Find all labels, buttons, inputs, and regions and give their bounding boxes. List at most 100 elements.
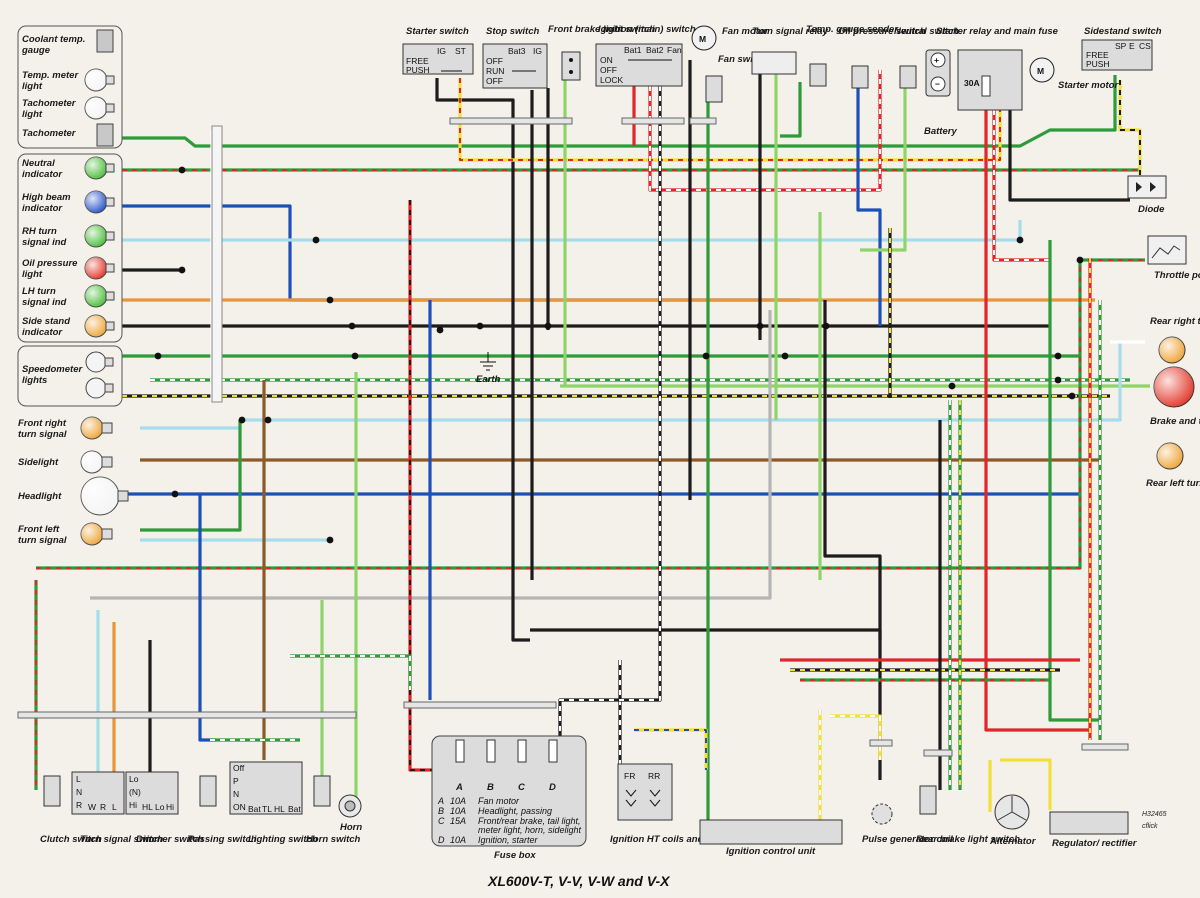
fuse-icon <box>455 739 465 763</box>
starter-motor-label: Starter motor <box>1058 80 1119 91</box>
svg-text:Off: Off <box>233 763 245 773</box>
clutch-switch: Clutch switch <box>40 775 102 845</box>
turn-signal-switch: L N R W R L Turn signal switch <box>71 771 163 845</box>
rear-brake-switch-label: Rear brake light switch <box>916 834 1020 845</box>
fuse-box-label: Fuse box <box>494 850 536 861</box>
rear-right-turn-label: Rear right turn signal <box>1150 316 1200 327</box>
ignition-switch-label: Ignition (main) switch <box>598 24 696 35</box>
fan-motor: M Fan motor Fan switch <box>691 25 770 103</box>
stop-switch-label: Stop switch <box>486 26 540 37</box>
front-brake-switch-label: Front brake light switch <box>548 24 655 35</box>
svg-text:E: E <box>1129 41 1135 51</box>
svg-text:OFF: OFF <box>486 76 503 86</box>
fuse-entry-code: D <box>438 835 445 845</box>
svg-text:PUSH: PUSH <box>1086 59 1110 69</box>
battery: + − Battery <box>924 49 957 137</box>
diode: Diode <box>1127 175 1167 215</box>
fan-motor-symbol: M <box>699 34 706 44</box>
horn-label: Horn <box>340 822 362 833</box>
earth-symbol: Earth <box>476 352 500 385</box>
bulb-icon <box>85 351 107 373</box>
svg-text:Lo: Lo <box>129 774 139 784</box>
svg-text:W: W <box>88 802 96 812</box>
svg-text:IG: IG <box>533 46 542 56</box>
svg-text:Bat2: Bat2 <box>646 45 664 55</box>
fan-motor-label: Fan motor <box>722 26 770 37</box>
horn-switch: Horn switch <box>306 775 361 845</box>
svg-text:CS: CS <box>1139 41 1151 51</box>
ref-code: H32465 <box>1142 811 1167 818</box>
ignition-main-switch: Ignition (main) switch Bat1 Bat2 Fan ON … <box>595 24 696 87</box>
svg-text:−: − <box>935 79 940 89</box>
ignition-control-unit: Ignition control unit <box>699 819 843 857</box>
passing-switch: Passing switch <box>188 775 257 845</box>
front-light-label: Sidelight <box>18 457 59 468</box>
temp-gauge-sender: Temp. gauge sender <box>806 24 899 87</box>
diagram-title: XL600V-T, V-V, V-W and V-X <box>487 873 671 889</box>
svg-text:ON: ON <box>600 55 613 65</box>
gauge-block-icon <box>96 123 114 147</box>
top-components: Starter switch IG ST FREE PUSH Stop swit… <box>402 24 1162 137</box>
rear-right-turn-signal: Rear right turn signal <box>1150 316 1200 364</box>
svg-text:ON: ON <box>233 802 246 812</box>
fuse-entry-desc: Ignition, starter <box>478 835 539 845</box>
oil-pressure-switch-label: Oil pressure switch <box>838 26 926 37</box>
battery-label: Battery <box>924 126 957 137</box>
fuse-entry-amps: 10A <box>450 835 466 845</box>
fuse-slot-label: A <box>455 782 463 793</box>
fuse-icon <box>517 739 527 763</box>
svg-text:HL: HL <box>142 802 153 812</box>
svg-text:FR: FR <box>624 771 635 781</box>
fuse-entry-amps: 15A <box>450 816 466 826</box>
starter-switch: Starter switch IG ST FREE PUSH <box>402 26 474 75</box>
fuse-entry-desc: Fan motor <box>478 796 520 806</box>
svg-text:FREE: FREE <box>406 56 429 66</box>
turn-signal-relay: Turn signal relay <box>751 26 829 75</box>
sidestand-switch-label: Sidestand switch <box>1084 26 1162 37</box>
gauge-block-icon <box>96 29 114 53</box>
svg-text:R: R <box>100 802 106 812</box>
rear-left-turn-label: Rear left turn signal <box>1146 478 1200 489</box>
throttle-sensor-label: Throttle position sensor <box>1154 270 1200 281</box>
oil-pressure-switch: Oil pressure switch <box>838 26 926 89</box>
svg-text:HL: HL <box>274 804 285 814</box>
svg-text:Hi: Hi <box>166 802 174 812</box>
signature: cflick <box>1142 823 1158 830</box>
lighting-switch: Off P N ON Bat TL HL Bat Lighting switch <box>229 761 318 845</box>
rear-brake-light-switch: Rear brake light switch <box>916 785 1020 845</box>
neutral-switch: Neutral switch <box>894 26 959 89</box>
starter-motor: M Starter motor <box>1029 57 1119 91</box>
svg-text:R: R <box>76 800 82 810</box>
diode-label: Diode <box>1138 204 1165 215</box>
panel-label: Coolant temp.gauge <box>21 34 85 56</box>
brake-tail-light: Brake and tail light <box>1150 366 1200 427</box>
svg-text:Bat1: Bat1 <box>624 45 642 55</box>
alternator-label: Alternator <box>989 836 1037 847</box>
svg-text:TL: TL <box>262 804 272 814</box>
panel-label: Tachometer <box>22 128 77 139</box>
svg-text:P: P <box>233 776 239 786</box>
fuse-entry-amps: 10A <box>450 796 466 806</box>
icu-label: Ignition control unit <box>726 846 816 857</box>
pulse-generator-coil: Pulse generator coil <box>862 803 953 845</box>
fuse-slot-label: C <box>518 782 525 793</box>
fuse-entry-amps: 10A <box>450 806 466 816</box>
temp-gauge-sender-label: Temp. gauge sender <box>806 24 899 35</box>
sidestand-switch: Sidestand switch SP E CS FREE PUSH <box>1081 26 1162 71</box>
starter-switch-label: Starter switch <box>406 26 469 37</box>
clutch-switch-label: Clutch switch <box>40 834 102 845</box>
throttle-position-sensor: Throttle position sensor <box>1147 235 1200 281</box>
pulse-coil-label: Pulse generator coil <box>862 834 953 845</box>
svg-text:L: L <box>76 774 81 784</box>
